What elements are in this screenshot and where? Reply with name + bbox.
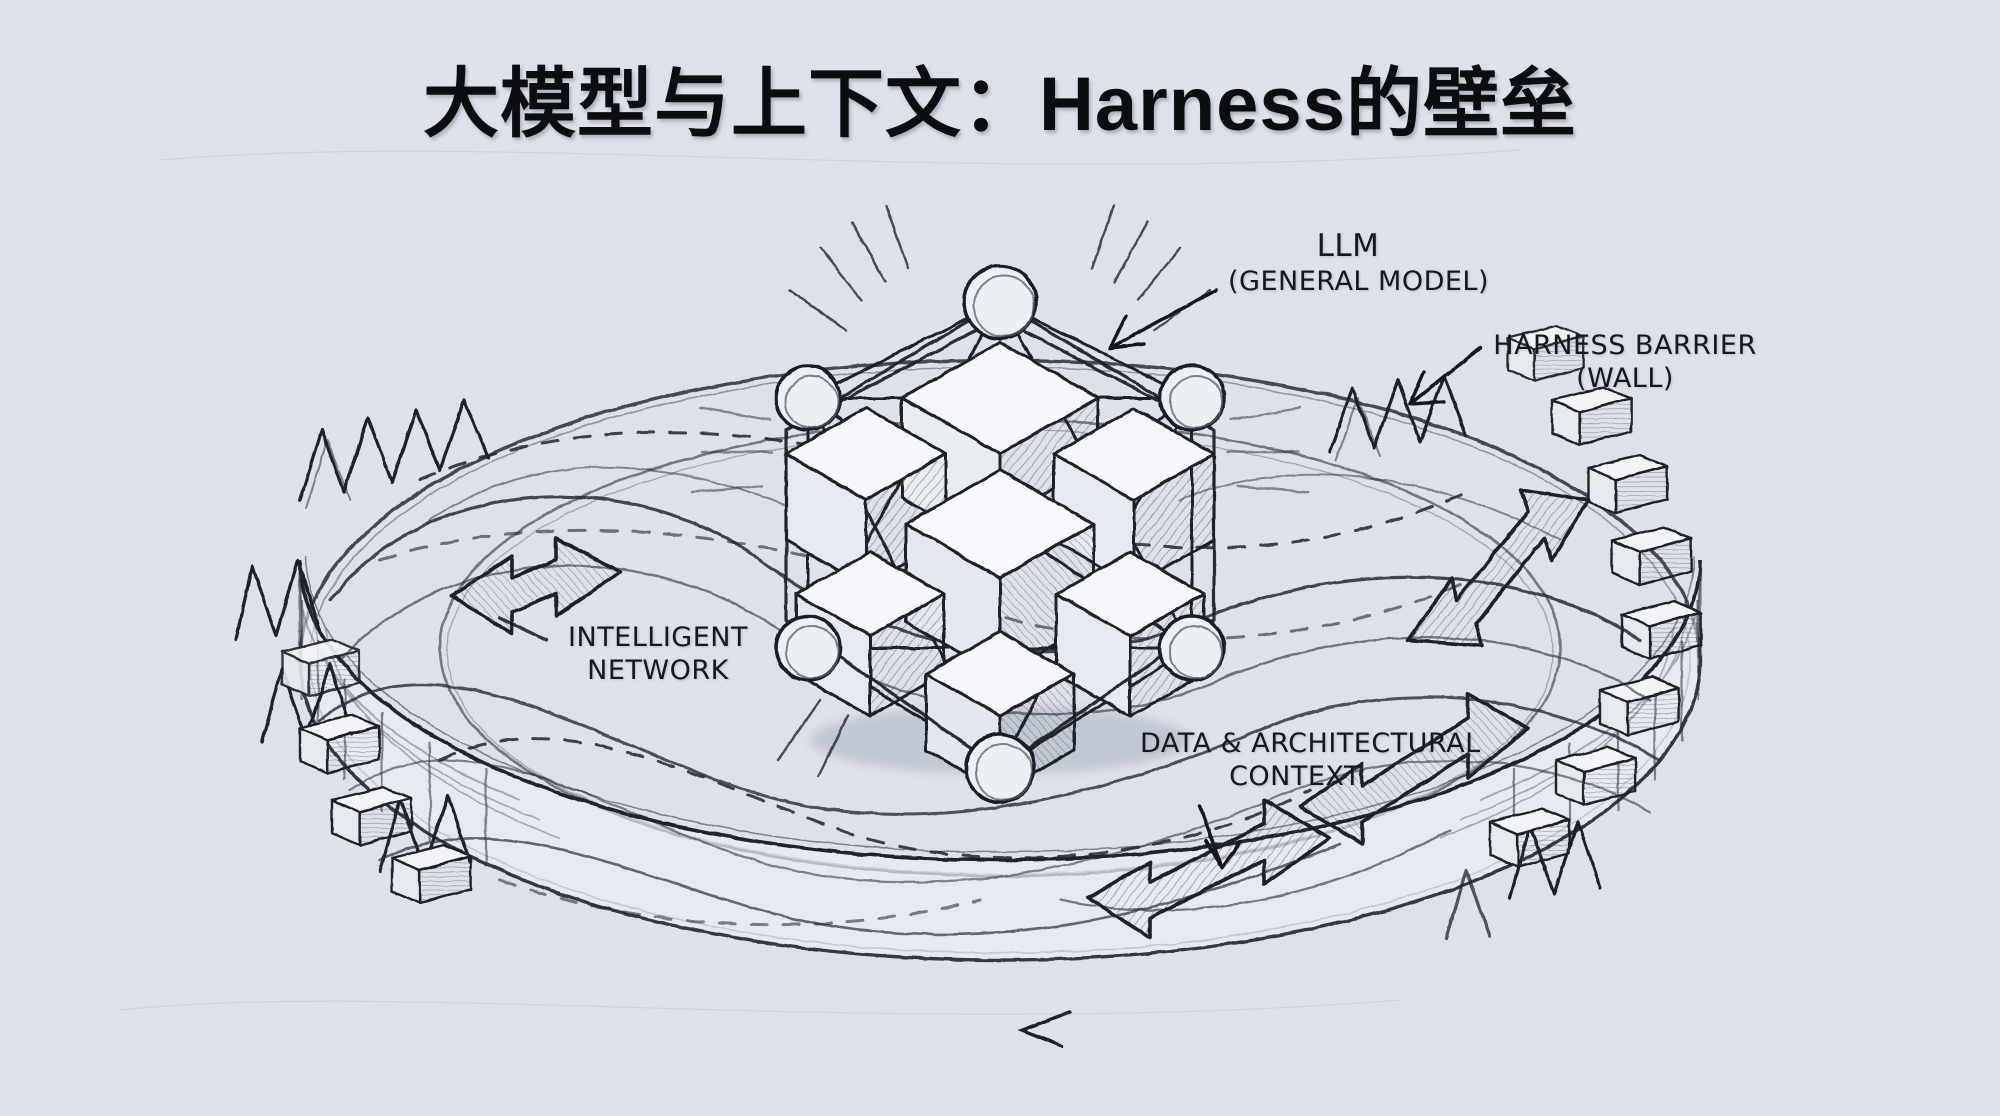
label-llm-line2: (GENERAL MODEL) <box>1228 265 1490 297</box>
label-network-line2: NETWORK <box>587 654 729 686</box>
label-data-architectural-context: DATA & ARCHITECTURAL CONTEXT <box>1140 728 1481 794</box>
label-context-line2: CONTEXT <box>1229 760 1361 792</box>
data-flow-arrows <box>450 488 1590 940</box>
leader-context <box>1198 804 1242 870</box>
cube-upper-right <box>1052 406 1216 588</box>
leader-network <box>498 616 548 642</box>
label-llm-line1: LLM <box>1316 228 1380 264</box>
cube-upper-left <box>784 406 948 588</box>
label-llm: LLM (GENERAL MODEL) <box>1228 228 1490 299</box>
node-upper-left <box>774 364 842 432</box>
flow-arrow-tips <box>1017 1010 1072 1048</box>
label-intelligent-network: INTELLIGENT NETWORK <box>548 622 768 688</box>
cube-center <box>904 468 1096 678</box>
label-network-line1: INTELLIGENT <box>568 622 748 653</box>
leader-llm <box>1108 288 1218 350</box>
isometric-cube-cluster <box>784 340 1216 794</box>
llm-core <box>690 204 1310 804</box>
label-context-line1: DATA & ARCHITECTURAL <box>1140 728 1481 759</box>
paper-texture <box>119 149 1521 1015</box>
node-lower-left <box>774 614 842 682</box>
leader-barrier <box>1408 346 1482 406</box>
label-barrier-line2: (WALL) <box>1576 362 1674 394</box>
node-lower-right <box>1158 614 1226 682</box>
node-top <box>962 264 1038 340</box>
core-spark-lines <box>690 204 1310 778</box>
label-barrier-line1: HARNESS BARRIER <box>1493 330 1757 361</box>
label-harness-barrier: HARNESS BARRIER (WALL) <box>1470 330 1780 396</box>
node-upper-right <box>1158 364 1226 432</box>
core-nodes <box>774 264 1226 804</box>
page-title: 大模型与上下文：Harness的壁垒 <box>423 62 1577 147</box>
label-leader-arrows <box>498 288 1482 870</box>
node-bottom <box>964 732 1036 804</box>
